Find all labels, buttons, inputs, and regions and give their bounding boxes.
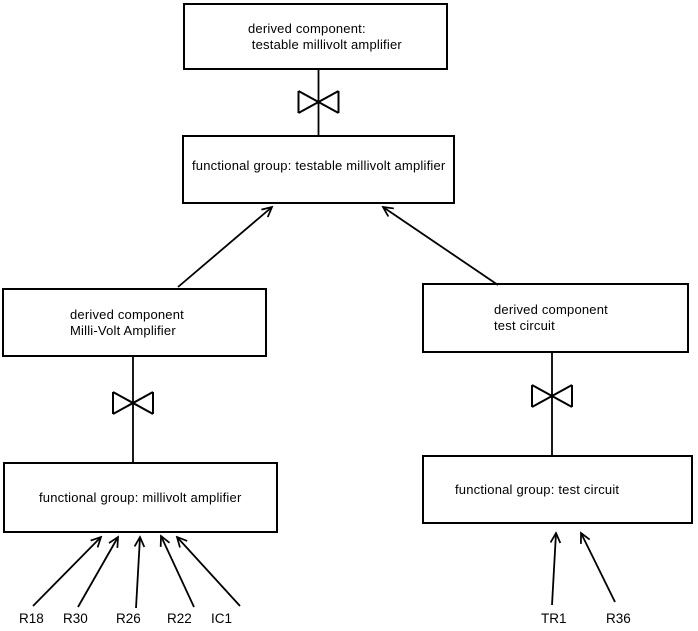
node-text-line: functional group: test circuit (455, 481, 620, 497)
arrow-mva-to-testable[interactable] (177, 207, 272, 288)
arrow-r22[interactable] (161, 536, 195, 608)
leaf-label-r36[interactable]: R36 (606, 611, 631, 626)
bowtie-icon (112, 391, 154, 415)
node-text-line: derived component (494, 302, 608, 317)
node-text-line: derived component: (248, 20, 366, 36)
node-derived-testable-mv-amplifier[interactable]: derived component: testable millivolt am… (183, 3, 448, 70)
leaf-label-ic1[interactable]: IC1 (211, 611, 233, 626)
node-text-line: functional group: millivolt amplifier (39, 489, 242, 505)
node-functional-group-test-circuit[interactable]: functional group: test circuit (422, 455, 693, 524)
node-text-line: functional group: testable millivolt amp… (192, 157, 446, 173)
leaf-label-tr1[interactable]: TR1 (541, 611, 567, 626)
arrow-r26[interactable] (136, 537, 140, 609)
node-text-line: Milli-Volt Amplifier (70, 322, 176, 338)
arrow-test-circuit-to-testable[interactable] (383, 207, 499, 286)
bowtie-icon (531, 384, 573, 408)
node-text-line: test circuit (494, 318, 555, 333)
node-functional-group-mv-amplifier[interactable]: functional group: millivolt amplifier (3, 462, 278, 533)
arrow-tr1[interactable] (552, 533, 556, 606)
arrow-r30[interactable] (77, 537, 118, 608)
node-functional-group-testable[interactable]: functional group: testable millivolt amp… (182, 135, 455, 204)
leaf-label-r26[interactable]: R26 (116, 611, 141, 626)
arrow-r36[interactable] (581, 533, 616, 603)
bowtie-icon (297, 90, 340, 114)
leaf-label-r30[interactable]: R30 (63, 611, 88, 626)
node-derived-milli-volt-amplifier[interactable]: derived component Milli-Volt Amplifier (2, 288, 267, 357)
arrow-ic1[interactable] (177, 537, 241, 607)
node-text-line: testable millivolt amplifier (248, 36, 402, 52)
node-derived-test-circuit[interactable]: derived component test circuit (422, 283, 689, 353)
leaf-label-r22[interactable]: R22 (167, 611, 192, 626)
arrow-r18[interactable] (32, 537, 101, 607)
node-text-line: derived component (70, 306, 184, 322)
leaf-label-r18[interactable]: R18 (19, 611, 44, 626)
